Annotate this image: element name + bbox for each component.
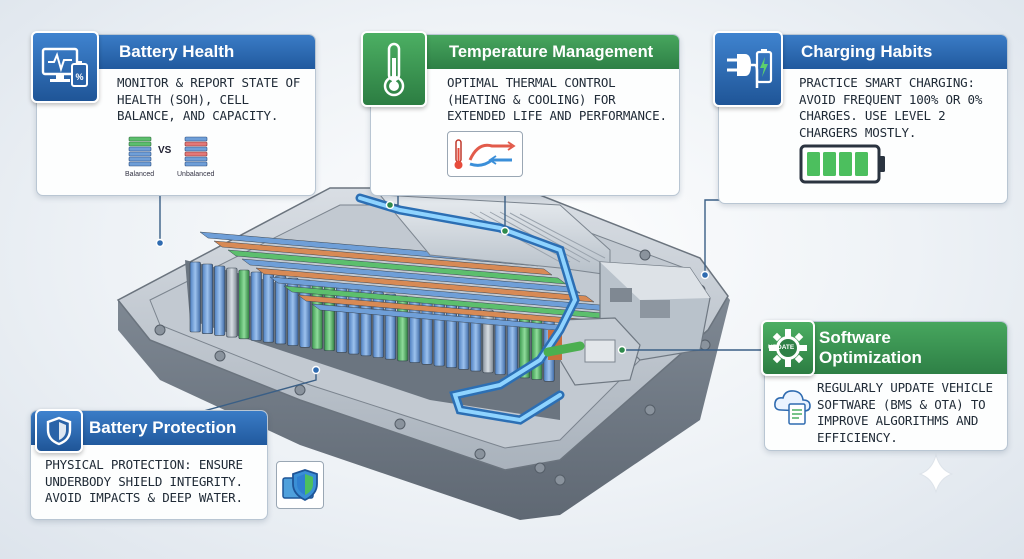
battery-cell (458, 305, 470, 370)
battery-cell (360, 289, 372, 357)
cloud-document-icon (771, 384, 815, 428)
battery-cell (482, 309, 494, 374)
plug-battery-icon (713, 31, 783, 107)
cell-balance-comparison: VS Balanced Unbalanced (113, 133, 243, 183)
gear-update-icon: UPDATE (761, 320, 815, 376)
battery-health-card: Battery Health % MONITOR & REPORT STATE … (31, 31, 316, 196)
battery-cell (238, 269, 250, 340)
module-row (255, 267, 595, 303)
monitor-heart-battery-icon: % (31, 31, 99, 103)
battery-cell (214, 265, 226, 336)
sparkle-icon (918, 453, 954, 494)
battery-protection-card: Battery Protection PHYSICAL PROTECTION: … (30, 409, 268, 520)
battery-level-icon (799, 143, 889, 185)
balanced-label: Balanced (125, 171, 155, 178)
battery-protection-text: PHYSICAL PROTECTION: ENSURE UNDERBODY SH… (45, 457, 243, 505)
battery-cell (189, 261, 201, 333)
thermometer-icon (361, 31, 427, 107)
software-optimization-card: Software Optimization UPDATE REGULARLY U… (761, 320, 1008, 451)
battery-cell (372, 291, 384, 358)
battery-cell (470, 307, 482, 372)
update-badge: UPDATE (768, 344, 795, 351)
temperature-management-card: Temperature Management OPTIMAL THERMAL C… (361, 31, 680, 196)
module-row (213, 240, 553, 276)
coolant-line (355, 193, 585, 425)
unbalanced-cells-icon (184, 136, 208, 167)
vs-label: VS (158, 145, 172, 156)
battery-cell (262, 273, 275, 343)
shield-icon (35, 409, 83, 453)
software-optimization-text: REGULARLY UPDATE VEHICLE SOFTWARE (BMS &… (817, 380, 993, 445)
module-row (241, 258, 581, 294)
battery-cell (201, 263, 213, 334)
unbalanced-label: Unbalanced (177, 171, 215, 178)
battery-cell (275, 275, 287, 345)
software-title-line2: Optimization (819, 348, 922, 367)
battery-health-text: MONITOR & REPORT STATE OF HEALTH (SoH), … (117, 75, 301, 123)
thermal-flow-icon (447, 131, 523, 177)
battery-cell (348, 287, 360, 355)
balanced-cells-icon (128, 136, 152, 167)
charging-habits-text: PRACTICE SMART CHARGING: AVOID FREQUENT … (799, 75, 983, 140)
svg-text:%: % (75, 72, 83, 82)
battery-shield-icon (276, 461, 324, 509)
battery-cell (287, 277, 299, 346)
charging-habits-card: Charging Habits PRACTICE SMART CHARGING:… (713, 31, 1008, 204)
battery-cell (226, 267, 238, 338)
battery-cell (250, 271, 262, 341)
software-title-line1: Software (819, 328, 891, 347)
temperature-management-text: OPTIMAL THERMAL CONTROL (HEATING & COOLI… (447, 75, 667, 123)
